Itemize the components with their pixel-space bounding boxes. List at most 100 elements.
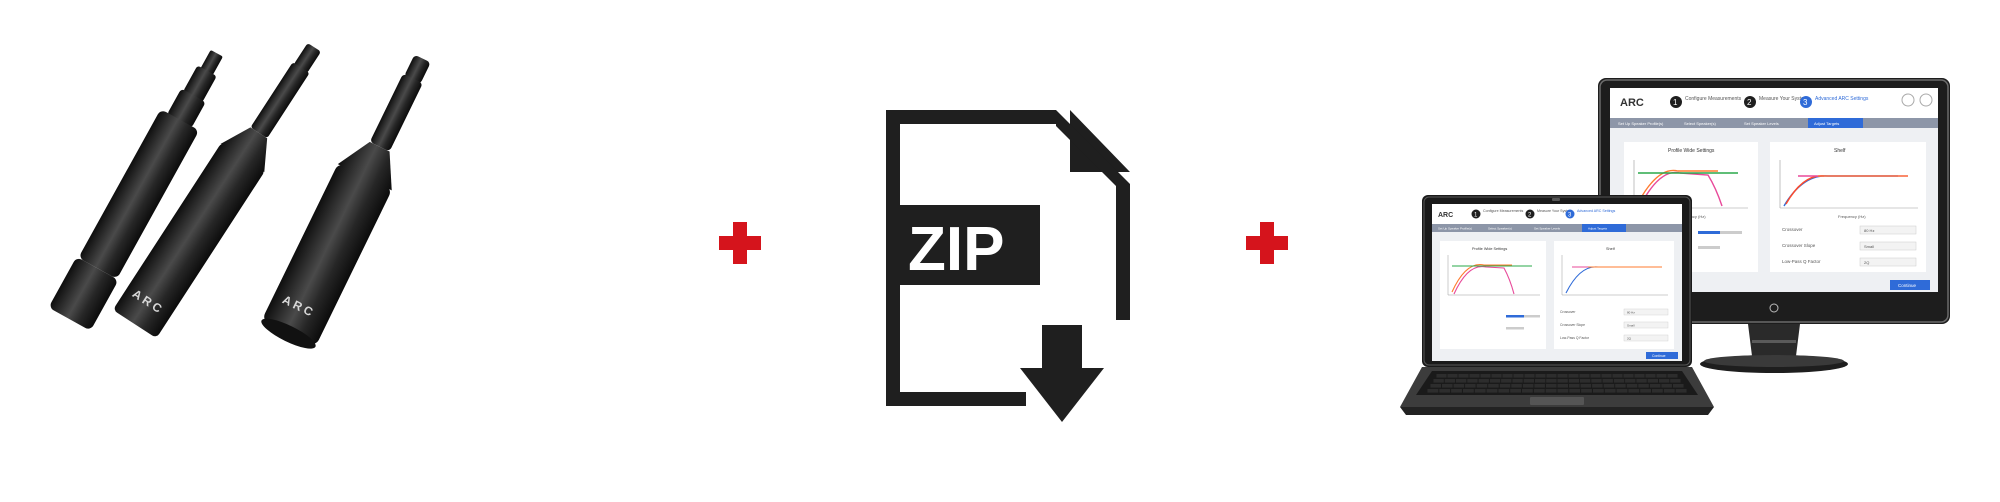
keyboard-key bbox=[1545, 389, 1557, 393]
monitor-crumb-2: Select Speaker(s) bbox=[1684, 121, 1716, 126]
plus-sign-2 bbox=[1246, 222, 1288, 264]
laptop-step-3-label: Advanced ARC Settings bbox=[1577, 209, 1616, 213]
laptop-right-panel-title: Shelf bbox=[1606, 247, 1616, 251]
keyboard-key bbox=[1591, 379, 1602, 383]
keyboard bbox=[1427, 374, 1687, 393]
keyboard-key bbox=[1546, 374, 1557, 378]
keyboard-key bbox=[1535, 374, 1546, 378]
keyboard-key bbox=[1557, 384, 1568, 388]
keyboard-key bbox=[1590, 374, 1601, 378]
monitor-step-3-num: 3 bbox=[1803, 98, 1808, 107]
keyboard-key bbox=[1663, 389, 1675, 393]
monitor-crumb-4: Adjust Targets bbox=[1814, 121, 1839, 126]
keyboard-key bbox=[1557, 389, 1569, 393]
laptop-step-2-num: 2 bbox=[1528, 213, 1532, 219]
keyboard-key bbox=[1628, 389, 1640, 393]
keyboard-key bbox=[1557, 374, 1568, 378]
keyboard-key bbox=[1579, 374, 1590, 378]
monitor-q-value[interactable]: 2Q bbox=[1864, 260, 1869, 265]
zip-file-icon: ZIP bbox=[880, 100, 1140, 430]
keyboard-key bbox=[1427, 389, 1439, 393]
keyboard-key bbox=[1513, 374, 1524, 378]
keyboard-key bbox=[1502, 374, 1513, 378]
microphones-illustration: ARC ARC bbox=[50, 44, 430, 349]
laptop-step-2-label: Measure Your System bbox=[1537, 209, 1572, 213]
monitor-q-label: Low-Pass Q Factor bbox=[1782, 259, 1821, 264]
keyboard-key bbox=[1568, 374, 1579, 378]
monitor-step-3-label: Advanced ARC Settings bbox=[1815, 96, 1869, 102]
keyboard-key bbox=[1613, 379, 1625, 383]
laptop-logo: ARC bbox=[1438, 212, 1453, 219]
laptop-crossover-value[interactable]: 80 Hz bbox=[1627, 311, 1635, 315]
keyboard-key bbox=[1467, 379, 1478, 383]
keyboard-key bbox=[1456, 379, 1467, 383]
keyboard-key bbox=[1534, 384, 1545, 388]
keyboard-key bbox=[1640, 389, 1651, 393]
monitor-step-1-label: Configure Measurements bbox=[1685, 96, 1742, 102]
monitor-crumb-1: Set Up Speaker Profile(s) bbox=[1618, 121, 1664, 126]
keyboard-key bbox=[1476, 384, 1488, 388]
keyboard-key bbox=[1439, 389, 1451, 393]
keyboard-key bbox=[1670, 379, 1681, 383]
keyboard-key bbox=[1480, 374, 1491, 378]
keyboard-key bbox=[1616, 389, 1628, 393]
laptop-slope-label: Crossover Slope bbox=[1560, 323, 1585, 327]
keyboard-key bbox=[1569, 389, 1581, 393]
keyboard-key bbox=[1581, 389, 1592, 393]
keyboard-key bbox=[1498, 389, 1510, 393]
monitor-continue-label: Continue bbox=[1898, 283, 1917, 288]
keyboard-key bbox=[1442, 384, 1453, 388]
keyboard-key bbox=[1612, 374, 1623, 378]
laptop-q-label: Low-Pass Q Factor bbox=[1560, 336, 1590, 340]
laptop-q-value[interactable]: 2Q bbox=[1627, 337, 1632, 341]
keyboard-key bbox=[1511, 384, 1522, 388]
keyboard-key bbox=[1486, 389, 1498, 393]
keyboard-key bbox=[1453, 384, 1465, 388]
monitor-crossover-value[interactable]: 80 Hz bbox=[1864, 228, 1874, 233]
laptop: ARC 1 Configure Measurements 2 Measure Y… bbox=[1392, 195, 1722, 425]
monitor-slope-label: Crossover Slope bbox=[1782, 243, 1816, 248]
microphone-group: ARC ARC bbox=[40, 40, 490, 360]
monitor-continue-button[interactable] bbox=[1890, 280, 1930, 290]
keyboard-key bbox=[1673, 384, 1684, 388]
monitor-logo: ARC bbox=[1620, 97, 1644, 109]
keyboard-key bbox=[1546, 384, 1557, 388]
keyboard-key bbox=[1625, 379, 1636, 383]
keyboard-key bbox=[1649, 384, 1661, 388]
keyboard-key bbox=[1546, 379, 1557, 383]
keyboard-key bbox=[1451, 389, 1462, 393]
keyboard-key bbox=[1652, 389, 1663, 393]
laptop-step-1-num: 1 bbox=[1474, 213, 1478, 219]
keyboard-key bbox=[1523, 379, 1534, 383]
laptop-continue-button[interactable] bbox=[1646, 352, 1678, 359]
keyboard-key bbox=[1444, 379, 1456, 383]
keyboard-key bbox=[1626, 384, 1638, 388]
laptop-crumb-1: Set Up Speaker Profile(s) bbox=[1438, 227, 1472, 231]
keyboard-key bbox=[1491, 374, 1502, 378]
keyboard-key bbox=[1659, 379, 1670, 383]
keyboard-key bbox=[1488, 384, 1499, 388]
keyboard-key bbox=[1533, 389, 1545, 393]
keyboard-key bbox=[1465, 384, 1476, 388]
microphone-3: ARC bbox=[261, 56, 430, 349]
keyboard-key bbox=[1604, 389, 1616, 393]
keyboard-key bbox=[1430, 384, 1441, 388]
keyboard-key bbox=[1645, 374, 1656, 378]
monitor-step-2-label: Measure Your System bbox=[1759, 96, 1808, 102]
keyboard-key bbox=[1489, 379, 1501, 383]
monitor-step-2-num: 2 bbox=[1747, 98, 1752, 107]
keyboard-key bbox=[1447, 374, 1458, 378]
laptop-slope-value[interactable]: Small bbox=[1627, 324, 1635, 328]
laptop-crumb-3: Set Speaker Levels bbox=[1534, 227, 1561, 231]
monitor-left-xlabel: Frequency (Hz) bbox=[1678, 214, 1706, 219]
monitor-slope-value[interactable]: Small bbox=[1864, 244, 1874, 249]
keyboard-key bbox=[1647, 379, 1658, 383]
keyboard-key bbox=[1638, 384, 1649, 388]
keyboard-key bbox=[1458, 374, 1469, 378]
plus-sign-1 bbox=[719, 222, 761, 264]
laptop-left-panel-title: Profile Wide Settings bbox=[1472, 247, 1507, 251]
monitor-right-xlabel: Frequency (Hz) bbox=[1838, 214, 1866, 219]
laptop-step-1-label: Configure Measurements bbox=[1483, 209, 1524, 213]
keyboard-key bbox=[1592, 384, 1603, 388]
laptop-step-3-num: 3 bbox=[1568, 213, 1572, 219]
